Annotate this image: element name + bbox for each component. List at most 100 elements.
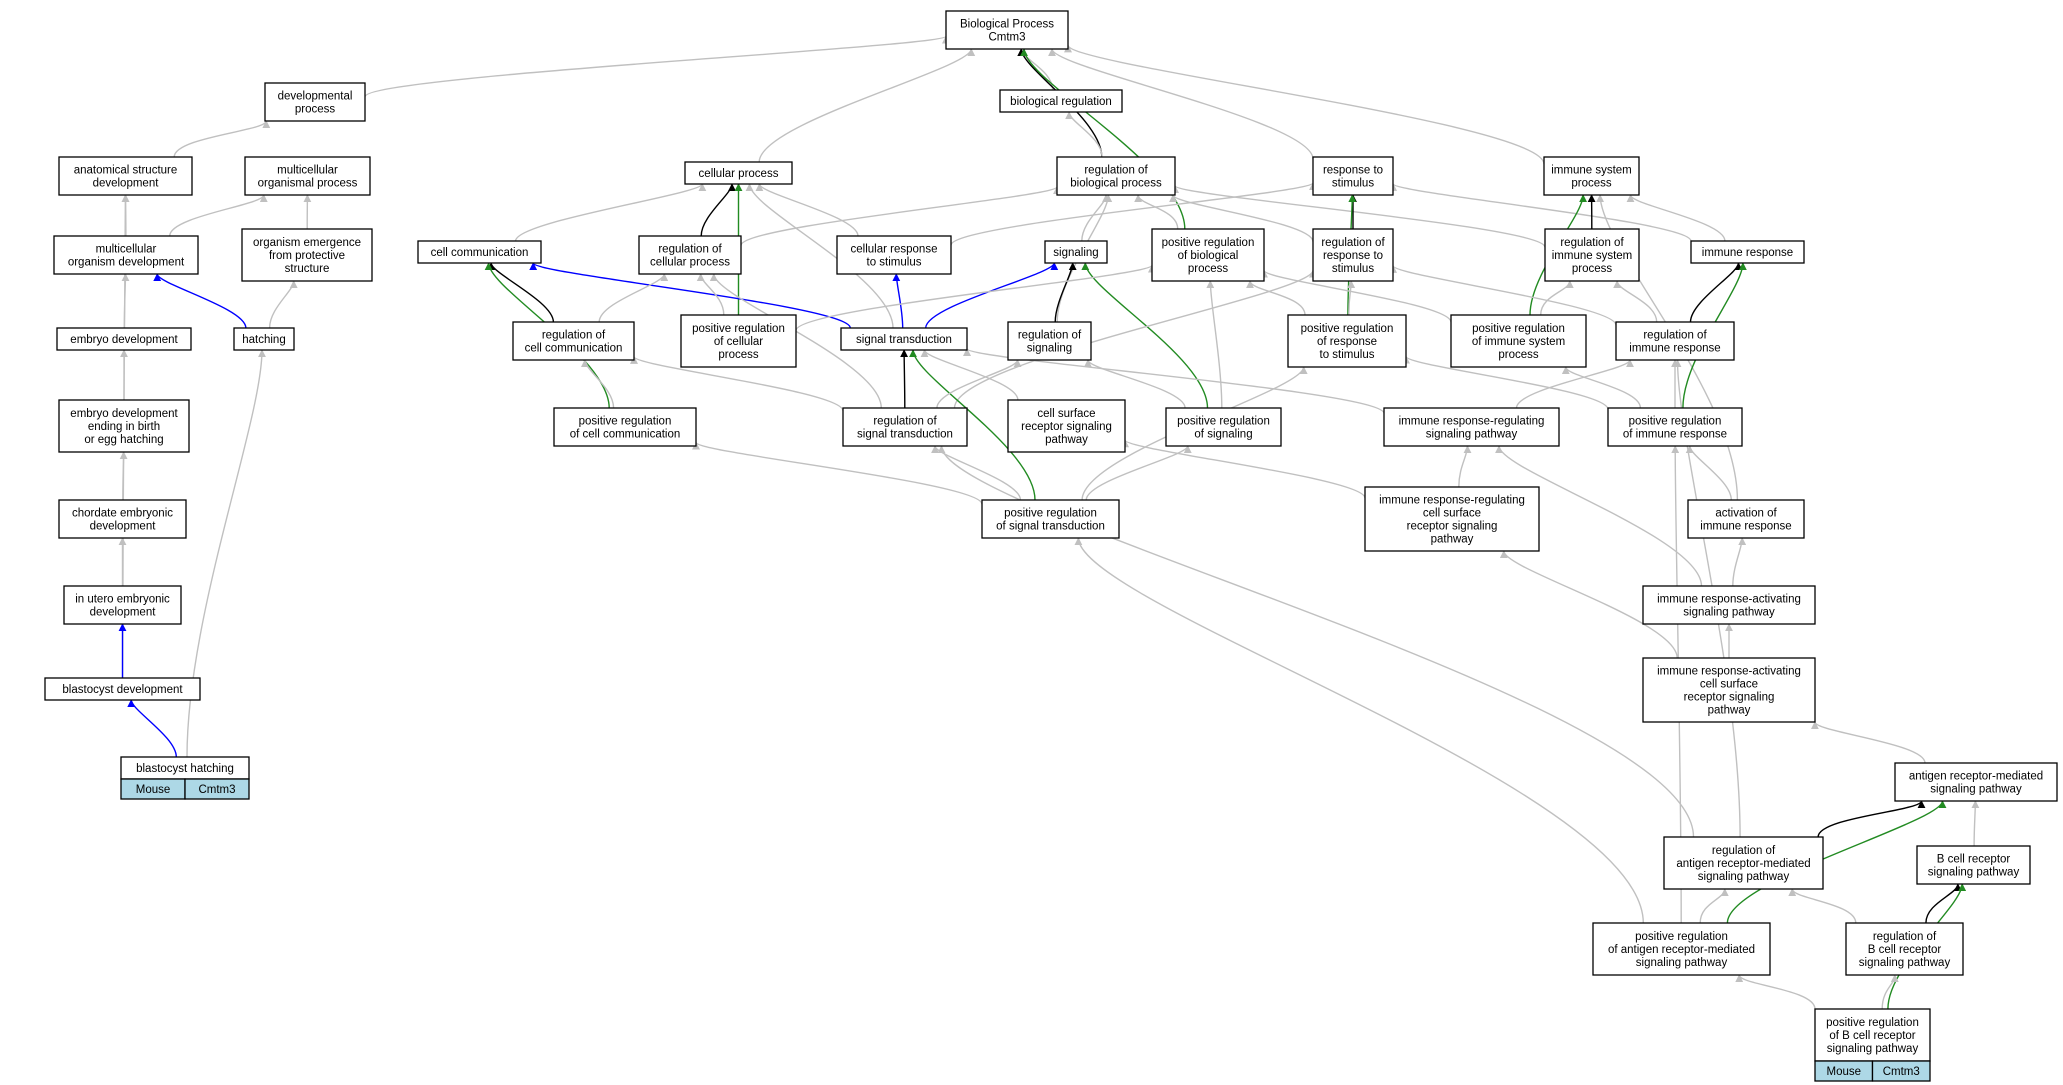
go-term-box[interactable]	[1663, 836, 1824, 890]
go-term-box[interactable]	[999, 89, 1123, 113]
go-term-box[interactable]	[58, 399, 190, 453]
go-term-box[interactable]	[836, 235, 952, 275]
go-term-box[interactable]	[1165, 407, 1282, 447]
go-term-box[interactable]	[1312, 156, 1394, 196]
go-term-box[interactable]	[981, 499, 1120, 539]
go-term-box[interactable]	[1814, 1008, 1931, 1062]
go-term-box[interactable]	[233, 327, 295, 351]
go-term-box[interactable]	[63, 585, 182, 625]
go-term-box[interactable]	[56, 327, 192, 351]
go-term-box[interactable]	[1690, 240, 1805, 264]
go-term-box[interactable]	[58, 156, 193, 196]
go-term-box[interactable]	[1312, 228, 1394, 282]
go-term-box[interactable]	[1383, 407, 1560, 447]
go-term-box[interactable]	[1592, 922, 1771, 976]
go-term-box[interactable]	[1007, 321, 1092, 361]
go-term-bioreg[interactable]: biological regulation	[999, 89, 1123, 113]
go-term-box[interactable]	[1044, 240, 1108, 264]
go-term-st[interactable]: signal transduction	[840, 327, 968, 351]
go-term-box[interactable]	[1056, 156, 1176, 196]
go-term-box[interactable]	[1007, 399, 1126, 453]
go-term-box[interactable]	[241, 228, 373, 282]
go-term-box[interactable]	[1450, 314, 1587, 368]
go-term-box[interactable]	[1894, 762, 2058, 802]
go-term-box[interactable]	[1642, 585, 1816, 625]
go-term-box[interactable]	[945, 10, 1069, 50]
go-term-box[interactable]	[417, 240, 542, 264]
go-term-box[interactable]	[842, 407, 968, 447]
go-term-box[interactable]	[53, 235, 199, 275]
go-term-box[interactable]	[1544, 228, 1640, 282]
go-term-box[interactable]	[44, 677, 201, 701]
go-term-box[interactable]	[1845, 922, 1964, 976]
go-term-box[interactable]	[512, 321, 635, 361]
go-term-box[interactable]	[1364, 486, 1540, 552]
go-term-box[interactable]	[1607, 407, 1743, 447]
go-term-box[interactable]	[553, 407, 697, 447]
go-term-box[interactable]	[1287, 314, 1407, 368]
go-term-box[interactable]	[264, 82, 366, 122]
go-term-bld[interactable]: blastocyst development	[44, 677, 201, 701]
go-term-box[interactable]	[244, 156, 371, 196]
go-term-box[interactable]	[1916, 845, 2031, 885]
go-term-box[interactable]	[638, 235, 742, 275]
go-term-box[interactable]	[680, 314, 797, 368]
go-term-box[interactable]	[840, 327, 968, 351]
go-term-ed[interactable]: embryo development	[56, 327, 192, 351]
go-term-box[interactable]	[1642, 657, 1816, 723]
go-term-hat[interactable]: hatching	[233, 327, 295, 351]
go-term-box[interactable]	[1543, 156, 1640, 196]
go-term-box[interactable]	[684, 161, 793, 185]
go-term-box[interactable]	[58, 499, 187, 539]
go-term-box[interactable]	[1687, 499, 1805, 539]
go-term-cc[interactable]: cell communication	[417, 240, 542, 264]
go-term-box[interactable]	[1615, 321, 1735, 361]
go-term-box[interactable]	[1151, 228, 1265, 282]
go-term-ir[interactable]: immune response	[1690, 240, 1805, 264]
go-term-sig[interactable]: signaling	[1044, 240, 1108, 264]
go-term-cp[interactable]: cellular process	[684, 161, 793, 185]
